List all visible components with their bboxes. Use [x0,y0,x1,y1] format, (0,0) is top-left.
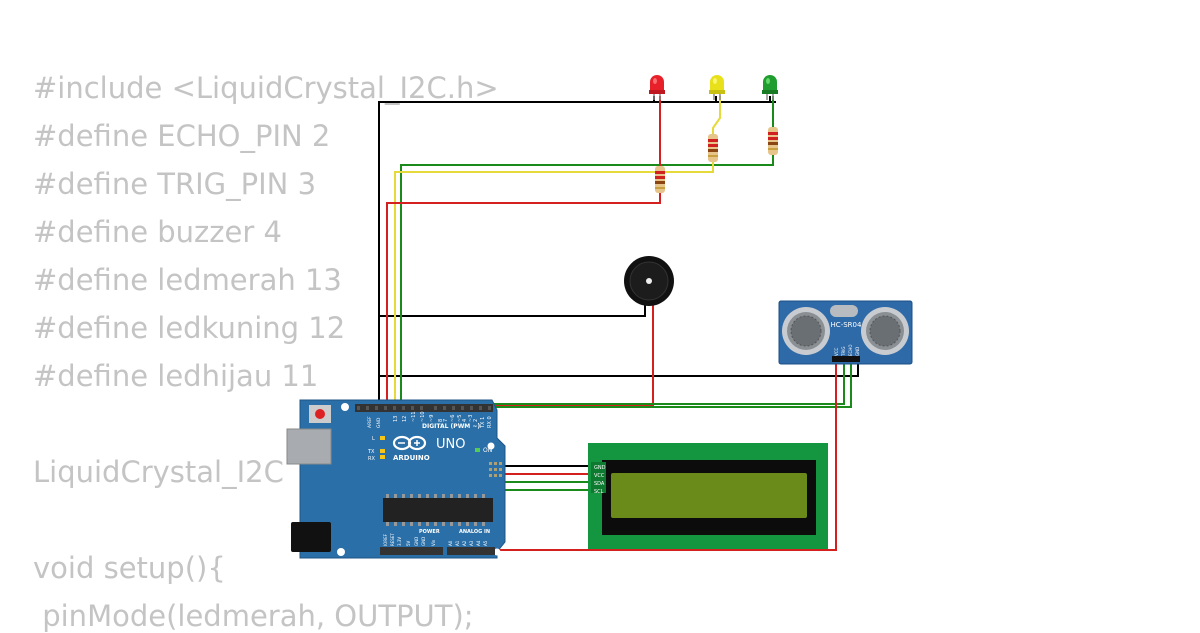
lcd-pin-gnd: GND [594,465,606,471]
analog-pin-label: A0 [448,540,453,546]
arduino-uno-board[interactable]: AREF GND DIGITAL (PWM ~) 13 12 ~11 ~10 ~… [286,399,506,559]
tx-label: TX [367,449,375,455]
led-yellow-icon [710,75,724,92]
buzzer[interactable] [624,256,674,306]
analog-label: ANALOG IN [459,529,490,535]
analog-pin-label: A4 [476,540,481,546]
gnd-label: GND [376,417,382,428]
resistor-icon [768,127,778,155]
l-label: L [372,436,375,442]
code-line: void setup(){ [33,551,226,585]
pin-label: ~9 [429,415,435,422]
analog-header [447,547,495,555]
arduino-logo [392,435,427,451]
board-model: UNO [436,437,465,452]
power-pin-label: Vin [431,539,436,546]
digital-label: DIGITAL (PWM ~) [422,423,480,430]
ultrasonic-sensor[interactable]: HC-SR04 VCC TRIG ECHO GND [778,300,913,365]
board-brand: ARDUINO [393,454,430,462]
code-line: LiquidCrystal_I2C [33,455,284,489]
analog-pin-label: A1 [455,540,460,546]
led-green-icon [763,75,777,92]
sensor-pin-gnd: GND [855,347,860,356]
resistor-icon [708,134,718,162]
code-line: #define ECHO_PIN 2 [33,119,331,153]
sensor-pin-trig: TRIG [841,346,846,357]
analog-pin-label: A3 [469,540,474,546]
analog-pin-label: A5 [483,540,488,546]
code-line: #define ledmerah 13 [33,263,342,297]
power-label: POWER [419,529,440,535]
wire-green-led[interactable] [400,155,774,410]
wire-yellow-led[interactable] [394,162,714,410]
usb-port [286,428,332,465]
resistor-yellow[interactable] [708,134,718,162]
wire-red-led[interactable] [386,193,661,410]
digital-header [355,404,493,412]
code-line: #define ledhijau 11 [33,359,319,393]
wire-black-sensor-gnd[interactable] [379,362,859,377]
pin-label: 12 [402,416,408,422]
resistor-red[interactable] [655,166,665,193]
aref-label: AREF [367,416,373,428]
pin-label: RX 0 [487,416,493,428]
pin-label: 2 [473,419,479,422]
wire-green-sensor-trig[interactable] [480,362,845,405]
wire-red-sensor-vcc[interactable] [495,362,837,551]
pin-label: 7 [443,419,449,422]
pin-label: ~3 [468,415,474,422]
on-label: ON [483,447,492,454]
wire-black-led-gnd[interactable] [378,101,776,410]
pin-label: TX 1 [480,417,486,429]
code-line: #define TRIG_PIN 3 [33,167,317,201]
sensor-pin-echo: ECHO [848,345,853,356]
dc-jack [291,522,331,552]
wire-green-sensor-echo[interactable] [489,362,852,408]
code-line: #define buzzer 4 [33,215,282,249]
pin-label: 13 [393,416,399,422]
power-pin-label: 5V [406,540,411,546]
power-pin-label: IOREF [383,533,388,546]
code-line: #include <LiquidCrystal_I2C.h> [33,71,499,105]
wire-black-buzzer[interactable] [379,300,646,317]
lcd-screen [611,473,807,518]
power-pin-label: RESET [390,533,395,546]
sensor-label: HC-SR04 [831,321,862,329]
rx-label: RX [368,456,375,462]
lcd-pin-scl: SCL [594,489,604,495]
pin-label: 8 [438,419,444,422]
lcd-module[interactable]: GND VCC SDA SCL [588,443,828,549]
power-pin-label: GND [414,537,419,546]
microcontroller-chip [383,498,493,522]
pin-label: 4 [462,419,468,422]
power-pin-label: GND [421,537,426,546]
led-green[interactable] [762,75,778,100]
sensor-pin-vcc: VCC [834,347,839,356]
lcd-pin-vcc: VCC [594,473,605,479]
resistor-green[interactable] [768,127,778,155]
led-red-icon [650,75,664,92]
pin-label: ~11 [411,411,417,422]
power-pin-label: 3.3V [397,537,402,546]
analog-pin-label: A2 [462,540,467,546]
reset-button[interactable] [315,409,325,419]
pin-label: ~5 [457,415,463,422]
lcd-pin-sda: SDA [594,481,605,487]
pin-label: ~10 [420,411,426,422]
pin-label: ~6 [450,415,456,422]
code-line: #define ledkuning 12 [33,311,346,345]
power-header [380,547,443,555]
code-line: pinMode(ledmerah, OUTPUT); [33,599,474,633]
led-yellow[interactable] [709,75,725,100]
led-red[interactable] [649,75,665,100]
